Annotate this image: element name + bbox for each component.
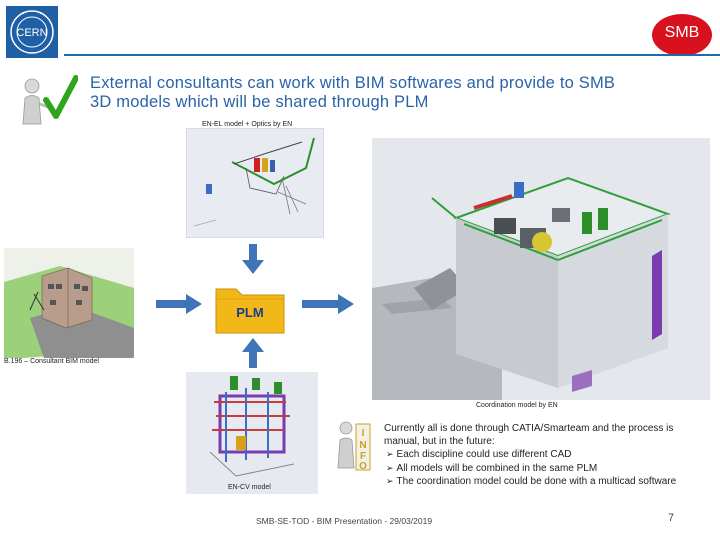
cern-logo-icon: CERN (6, 6, 58, 58)
person-checkmark-icon (22, 75, 78, 125)
arrow-right-icon (156, 294, 202, 314)
footer-text: SMB-SE-TOD - BIM Presentation - 29/03/20… (256, 516, 433, 526)
headline-line-2: 3D models which will be shared through P… (90, 93, 429, 111)
svg-text:I: I (362, 428, 365, 439)
b196-model-image (4, 248, 134, 358)
svg-text:CERN: CERN (16, 27, 47, 39)
headline-line-1: External consultants can work with BIM s… (90, 74, 616, 92)
encv-caption: EN-CV model (228, 484, 271, 491)
folder-icon (215, 288, 285, 334)
arrow-down-icon (242, 244, 264, 274)
info-bullet: ➢All models will be combined in the same… (386, 462, 598, 474)
bullet-arrow-icon: ➢ (386, 462, 394, 473)
enel-model-image (186, 128, 324, 238)
page-title: External consultants can work with BIM s… (90, 74, 700, 112)
person-info-icon: I N F O (337, 421, 371, 472)
coordination-model-image (372, 138, 710, 400)
svg-text:N: N (359, 440, 366, 451)
smb-logo-icon (652, 14, 712, 56)
info-intro-line-2: manual, but in the future: (384, 435, 495, 447)
info-bullet: ➢Each discipline could use different CAD (386, 449, 572, 461)
smb-badge-label: SMB (664, 24, 700, 41)
coordination-caption: Coordination model by EN (476, 402, 558, 409)
plm-label: PLM (236, 305, 264, 320)
info-bullet: ➢The coordination model could be done wi… (386, 476, 677, 488)
encv-model-image (186, 372, 318, 494)
arrow-right-icon (302, 294, 354, 314)
bullet-arrow-icon: ➢ (386, 476, 394, 487)
arrow-up-icon (242, 338, 264, 368)
bullet-arrow-icon: ➢ (386, 449, 394, 460)
svg-text:F: F (360, 451, 366, 462)
page-number: 7 (668, 512, 675, 524)
header-divider (64, 54, 720, 56)
svg-text:O: O (359, 461, 367, 472)
enel-caption: EN-EL model + Optics by EN (202, 121, 293, 128)
info-text-block: Currently all is done through CATIA/Smar… (384, 423, 714, 489)
b196-caption: B.196 – Consultant BIM model (4, 358, 99, 365)
info-intro-line-1: Currently all is done through CATIA/Smar… (384, 423, 674, 434)
